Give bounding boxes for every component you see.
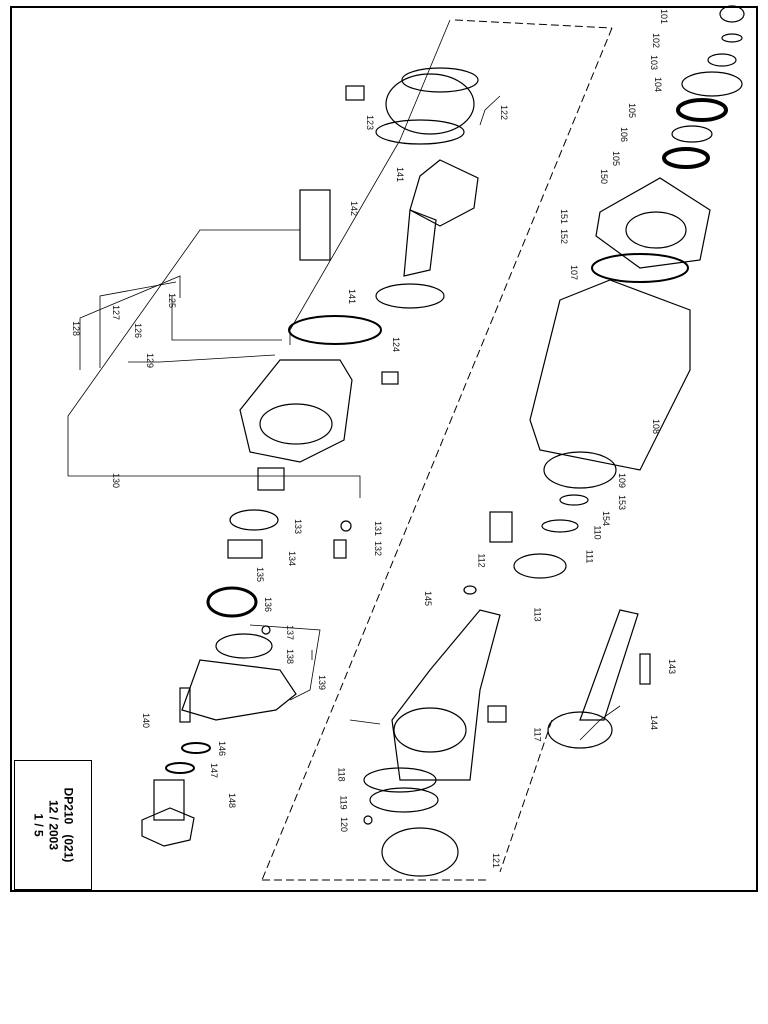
callout-107: 107 bbox=[569, 264, 580, 281]
callout-121: 121 bbox=[491, 852, 502, 869]
model-number: DP210 bbox=[61, 787, 76, 825]
callout-122: 122 bbox=[499, 104, 510, 121]
callout-146: 146 bbox=[217, 740, 228, 757]
callout-138: 138 bbox=[285, 648, 296, 665]
callout-136: 136 bbox=[263, 596, 274, 613]
callout-139: 139 bbox=[317, 674, 328, 691]
leader-lines bbox=[67, 19, 621, 741]
drawing-sheet bbox=[10, 6, 758, 892]
callout-143: 143 bbox=[667, 658, 678, 675]
callout-101: 101 bbox=[659, 8, 670, 25]
callout-112: 112 bbox=[476, 553, 487, 568]
callout-152: 152 bbox=[559, 228, 570, 245]
title-block: DP210 (021) 12 / 2003 1 / 5 bbox=[14, 760, 92, 890]
callout-108: 108 bbox=[651, 418, 662, 435]
callout-128: 128 bbox=[71, 320, 82, 337]
callout-134: 134 bbox=[287, 550, 298, 567]
callout-124: 124 bbox=[391, 336, 402, 353]
callout-140: 140 bbox=[141, 712, 152, 729]
callout-103: 103 bbox=[649, 54, 660, 71]
callout-135: 135 bbox=[255, 566, 266, 583]
callout-137: 137 bbox=[285, 624, 296, 641]
revision-date: 12 / 2003 bbox=[46, 799, 61, 851]
parts-upper-left bbox=[141, 67, 479, 847]
callout-102: 102 bbox=[651, 32, 662, 49]
callout-119: 119 bbox=[338, 795, 349, 810]
callout-109: 109 bbox=[617, 472, 628, 489]
sheet-number: 1 / 5 bbox=[31, 813, 46, 837]
separator-lines bbox=[261, 19, 613, 881]
callout-132: 132 bbox=[373, 540, 384, 557]
title-block-row-1: DP210 (021) bbox=[61, 788, 76, 863]
callout-151: 151 bbox=[559, 208, 570, 225]
callout-142: 142 bbox=[349, 200, 360, 217]
callout-105-b: 105 bbox=[611, 150, 622, 167]
callout-153: 153 bbox=[617, 494, 628, 511]
parts-lower-right bbox=[363, 5, 745, 877]
callout-127: 127 bbox=[111, 304, 122, 321]
callout-147: 147 bbox=[209, 762, 220, 779]
callout-123: 123 bbox=[365, 114, 376, 131]
title-block-text: DP210 (021) 12 / 2003 1 / 5 bbox=[31, 788, 76, 863]
callout-133: 133 bbox=[293, 518, 304, 535]
callout-144: 144 bbox=[649, 714, 660, 731]
callout-125: 125 bbox=[167, 292, 178, 309]
callout-118: 118 bbox=[336, 767, 347, 782]
callout-141: 141 bbox=[395, 166, 406, 183]
callout-131: 131 bbox=[373, 520, 384, 537]
callout-129: 129 bbox=[145, 352, 156, 369]
callout-105: 105 bbox=[627, 102, 638, 119]
callout-113: 113 bbox=[532, 607, 543, 622]
callout-126: 126 bbox=[133, 322, 144, 339]
callout-150: 150 bbox=[599, 168, 610, 185]
callout-111: 111 bbox=[584, 549, 595, 564]
model-variant: (021) bbox=[61, 834, 76, 863]
callout-117: 117 bbox=[532, 727, 543, 742]
callout-120: 120 bbox=[339, 816, 350, 833]
callout-154: 154 bbox=[601, 510, 612, 527]
callout-104: 104 bbox=[653, 76, 664, 93]
callout-141-b: 141 bbox=[347, 288, 358, 305]
callout-145: 145 bbox=[423, 590, 434, 607]
callout-106: 106 bbox=[619, 126, 630, 143]
callout-110: 110 bbox=[592, 525, 603, 540]
callout-148: 148 bbox=[227, 792, 238, 809]
callout-130: 130 bbox=[111, 472, 122, 489]
